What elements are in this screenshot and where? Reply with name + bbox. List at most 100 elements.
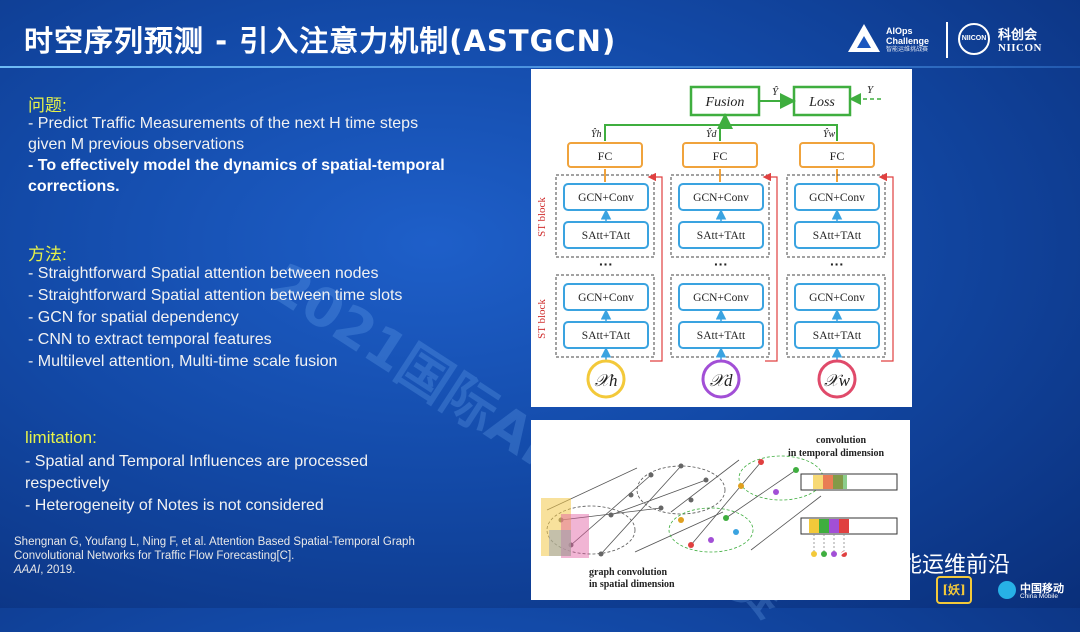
satt-box-h-upper <box>563 221 649 249</box>
architecture-diagram: Fusion Loss Ŷ Y Ŷh Ŷd Ŷw FC GCN+Conv <box>536 84 894 399</box>
y-hat-label: Ŷ <box>772 86 780 98</box>
page-title: 时空序列预测 - 引入注意力机制(ASTGCN) <box>24 24 617 58</box>
satt-label-h-lower: SAtt+TAtt <box>582 330 631 342</box>
heat-patch-gray <box>549 530 571 556</box>
dots-d: ··· <box>714 256 728 272</box>
china-mobile-icon <box>998 581 1016 599</box>
aiops-challenge-logo: AIOps Challenge 智能运维挑战赛 <box>848 22 938 58</box>
method-item-5: - Multilevel attention, Multi-time scale… <box>28 353 338 370</box>
fc-label-w: FC <box>830 149 845 163</box>
satt-label-w-upper: SAtt+TAtt <box>813 230 862 242</box>
gcn-label-d-upper: GCN+Conv <box>693 192 749 204</box>
satt-label-d-upper: SAtt+TAtt <box>697 230 746 242</box>
y-label: Y <box>867 84 875 96</box>
gcn-label-w-lower: GCN+Conv <box>809 292 865 304</box>
y-h-label: Ŷh <box>591 128 602 140</box>
fc-box-d <box>682 142 758 168</box>
aiops-triangle-inner <box>857 36 871 48</box>
temporal-pointers <box>813 534 845 552</box>
method-item-2: - Straightforward Spatial attention betw… <box>28 287 403 304</box>
limitation-item-3: - Heterogeneity of Notes is not consider… <box>25 497 324 514</box>
problem-item-3: - To effectively model the dynamics of s… <box>28 157 445 174</box>
input-label-w: 𝒳w <box>824 371 851 390</box>
y-w-label: Ŷw <box>823 128 836 140</box>
column-day: FC GCN+Conv SAtt+TAtt ··· GCN+Conv SAtt+… <box>670 142 778 399</box>
loss-label: Loss <box>808 95 835 110</box>
temporal-strip-bottom <box>800 517 898 535</box>
fc-label-h: FC <box>598 149 613 163</box>
aiops-logo-line1: AIOps <box>886 26 913 36</box>
gcn-label-h-upper: GCN+Conv <box>578 192 634 204</box>
gcn-label-d-lower: GCN+Conv <box>693 292 749 304</box>
input-circle-d <box>701 359 741 399</box>
residual-arrow-h <box>647 172 663 362</box>
aiops-logo-line2: Challenge <box>886 36 930 46</box>
convolution-diagram: graph convolution in spatial dimension <box>541 435 898 590</box>
y-d-label: Ŷd <box>706 128 718 140</box>
header: 时空序列预测 - 引入注意力机制(ASTGCN) AIOps Challenge… <box>0 0 1080 66</box>
column-week: FC GCN+Conv SAtt+TAtt ··· GCN+Conv SAtt+… <box>786 142 894 399</box>
problem-item-4: corrections. <box>28 178 120 195</box>
wechat-account-name: 智能运维前沿 <box>878 553 1011 578</box>
temporal-conv-label-2: in temporal dimension <box>788 448 885 459</box>
niicon-logo-en: NIICON <box>998 42 1042 54</box>
method-item-4: - CNN to extract temporal features <box>28 331 272 348</box>
method-item-3: - GCN for spatial dependency <box>28 309 239 326</box>
residual-arrow-d <box>762 172 778 362</box>
problem-item-1: - Predict Traffic Measurements of the ne… <box>28 115 419 132</box>
wechat-icon <box>838 550 867 572</box>
header-divider <box>0 66 1080 68</box>
problem-heading: 问题: <box>28 96 67 115</box>
limitation-heading: limitation: <box>25 428 97 447</box>
graph-conv-label-1: graph convolution <box>589 567 668 578</box>
fc-label-d: FC <box>713 149 728 163</box>
niicon-logo-cn: 科创会 <box>998 28 1038 43</box>
satt-box-d-upper <box>678 221 764 249</box>
input-circle-h <box>586 359 626 399</box>
niicon-logo: NIICON 科创会 NIICON <box>958 22 1058 58</box>
china-mobile-logo: 中国移动 China Mobile <box>998 578 1078 604</box>
gcn-label-w-upper: GCN+Conv <box>809 192 865 204</box>
st-block-label-lower: ST block <box>536 299 548 339</box>
satt-label-w-lower: SAtt+TAtt <box>813 330 862 342</box>
china-mobile-cn: 中国移动 <box>1020 583 1064 595</box>
satt-label-d-lower: SAtt+TAtt <box>697 330 746 342</box>
temporal-conv-label-1: convolution <box>816 435 866 446</box>
niicon-seal-icon: NIICON <box>958 23 990 55</box>
dots-h: ··· <box>599 256 613 272</box>
wechat-account: 智能运维前沿 <box>838 545 1053 578</box>
citation: Shengnan G, Youfang L, Ning F, et al. At… <box>14 535 454 577</box>
input-label-d: 𝒳d <box>709 371 733 390</box>
logo-separator <box>946 22 948 58</box>
graph-cylinder-right <box>668 455 824 553</box>
satt-box-w-upper <box>794 221 880 249</box>
astgcn-architecture-figure: Fusion Loss Ŷ Y Ŷh Ŷd Ŷw FC GCN+Conv <box>531 69 912 407</box>
dots-w: ··· <box>830 256 844 272</box>
gcn-label-h-lower: GCN+Conv <box>578 292 634 304</box>
citation-year: , 2019. <box>40 564 76 576</box>
method-heading: 方法: <box>28 245 67 264</box>
input-label-h: 𝒳h <box>594 371 617 390</box>
china-mobile-en: China Mobile <box>1020 593 1058 600</box>
satt-label-h-upper: SAtt+TAtt <box>582 230 631 242</box>
graph-conv-label-2: in spatial dimension <box>589 579 675 590</box>
h-to-fusion-line <box>604 113 733 141</box>
temporal-strip-top <box>800 473 898 491</box>
w-to-fusion-line <box>725 124 838 141</box>
graph-nodes-right <box>678 459 799 548</box>
brand-mark-logo: [妖] <box>936 576 972 604</box>
method-item-1: - Straightforward Spatial attention betw… <box>28 265 379 282</box>
fc-box-h <box>567 142 643 168</box>
column-hour: FC GCN+Conv SAtt+TAtt ··· GCN+Conv SAtt+… <box>555 142 663 399</box>
limitation-item-1: - Spatial and Temporal Influences are pr… <box>25 453 369 470</box>
fusion-label: Fusion <box>705 95 745 110</box>
citation-venue: AAAI <box>14 564 41 576</box>
problem-item-2: given M previous observations <box>28 136 245 153</box>
fc-box-w <box>799 142 875 168</box>
limitation-item-2: respectively <box>25 475 110 492</box>
input-circle-w <box>817 359 857 399</box>
aiops-logo-line3: 智能运维挑战赛 <box>886 47 929 53</box>
graph-convolution-figure: graph convolution in spatial dimension <box>531 420 910 600</box>
residual-arrow-w <box>878 172 894 362</box>
